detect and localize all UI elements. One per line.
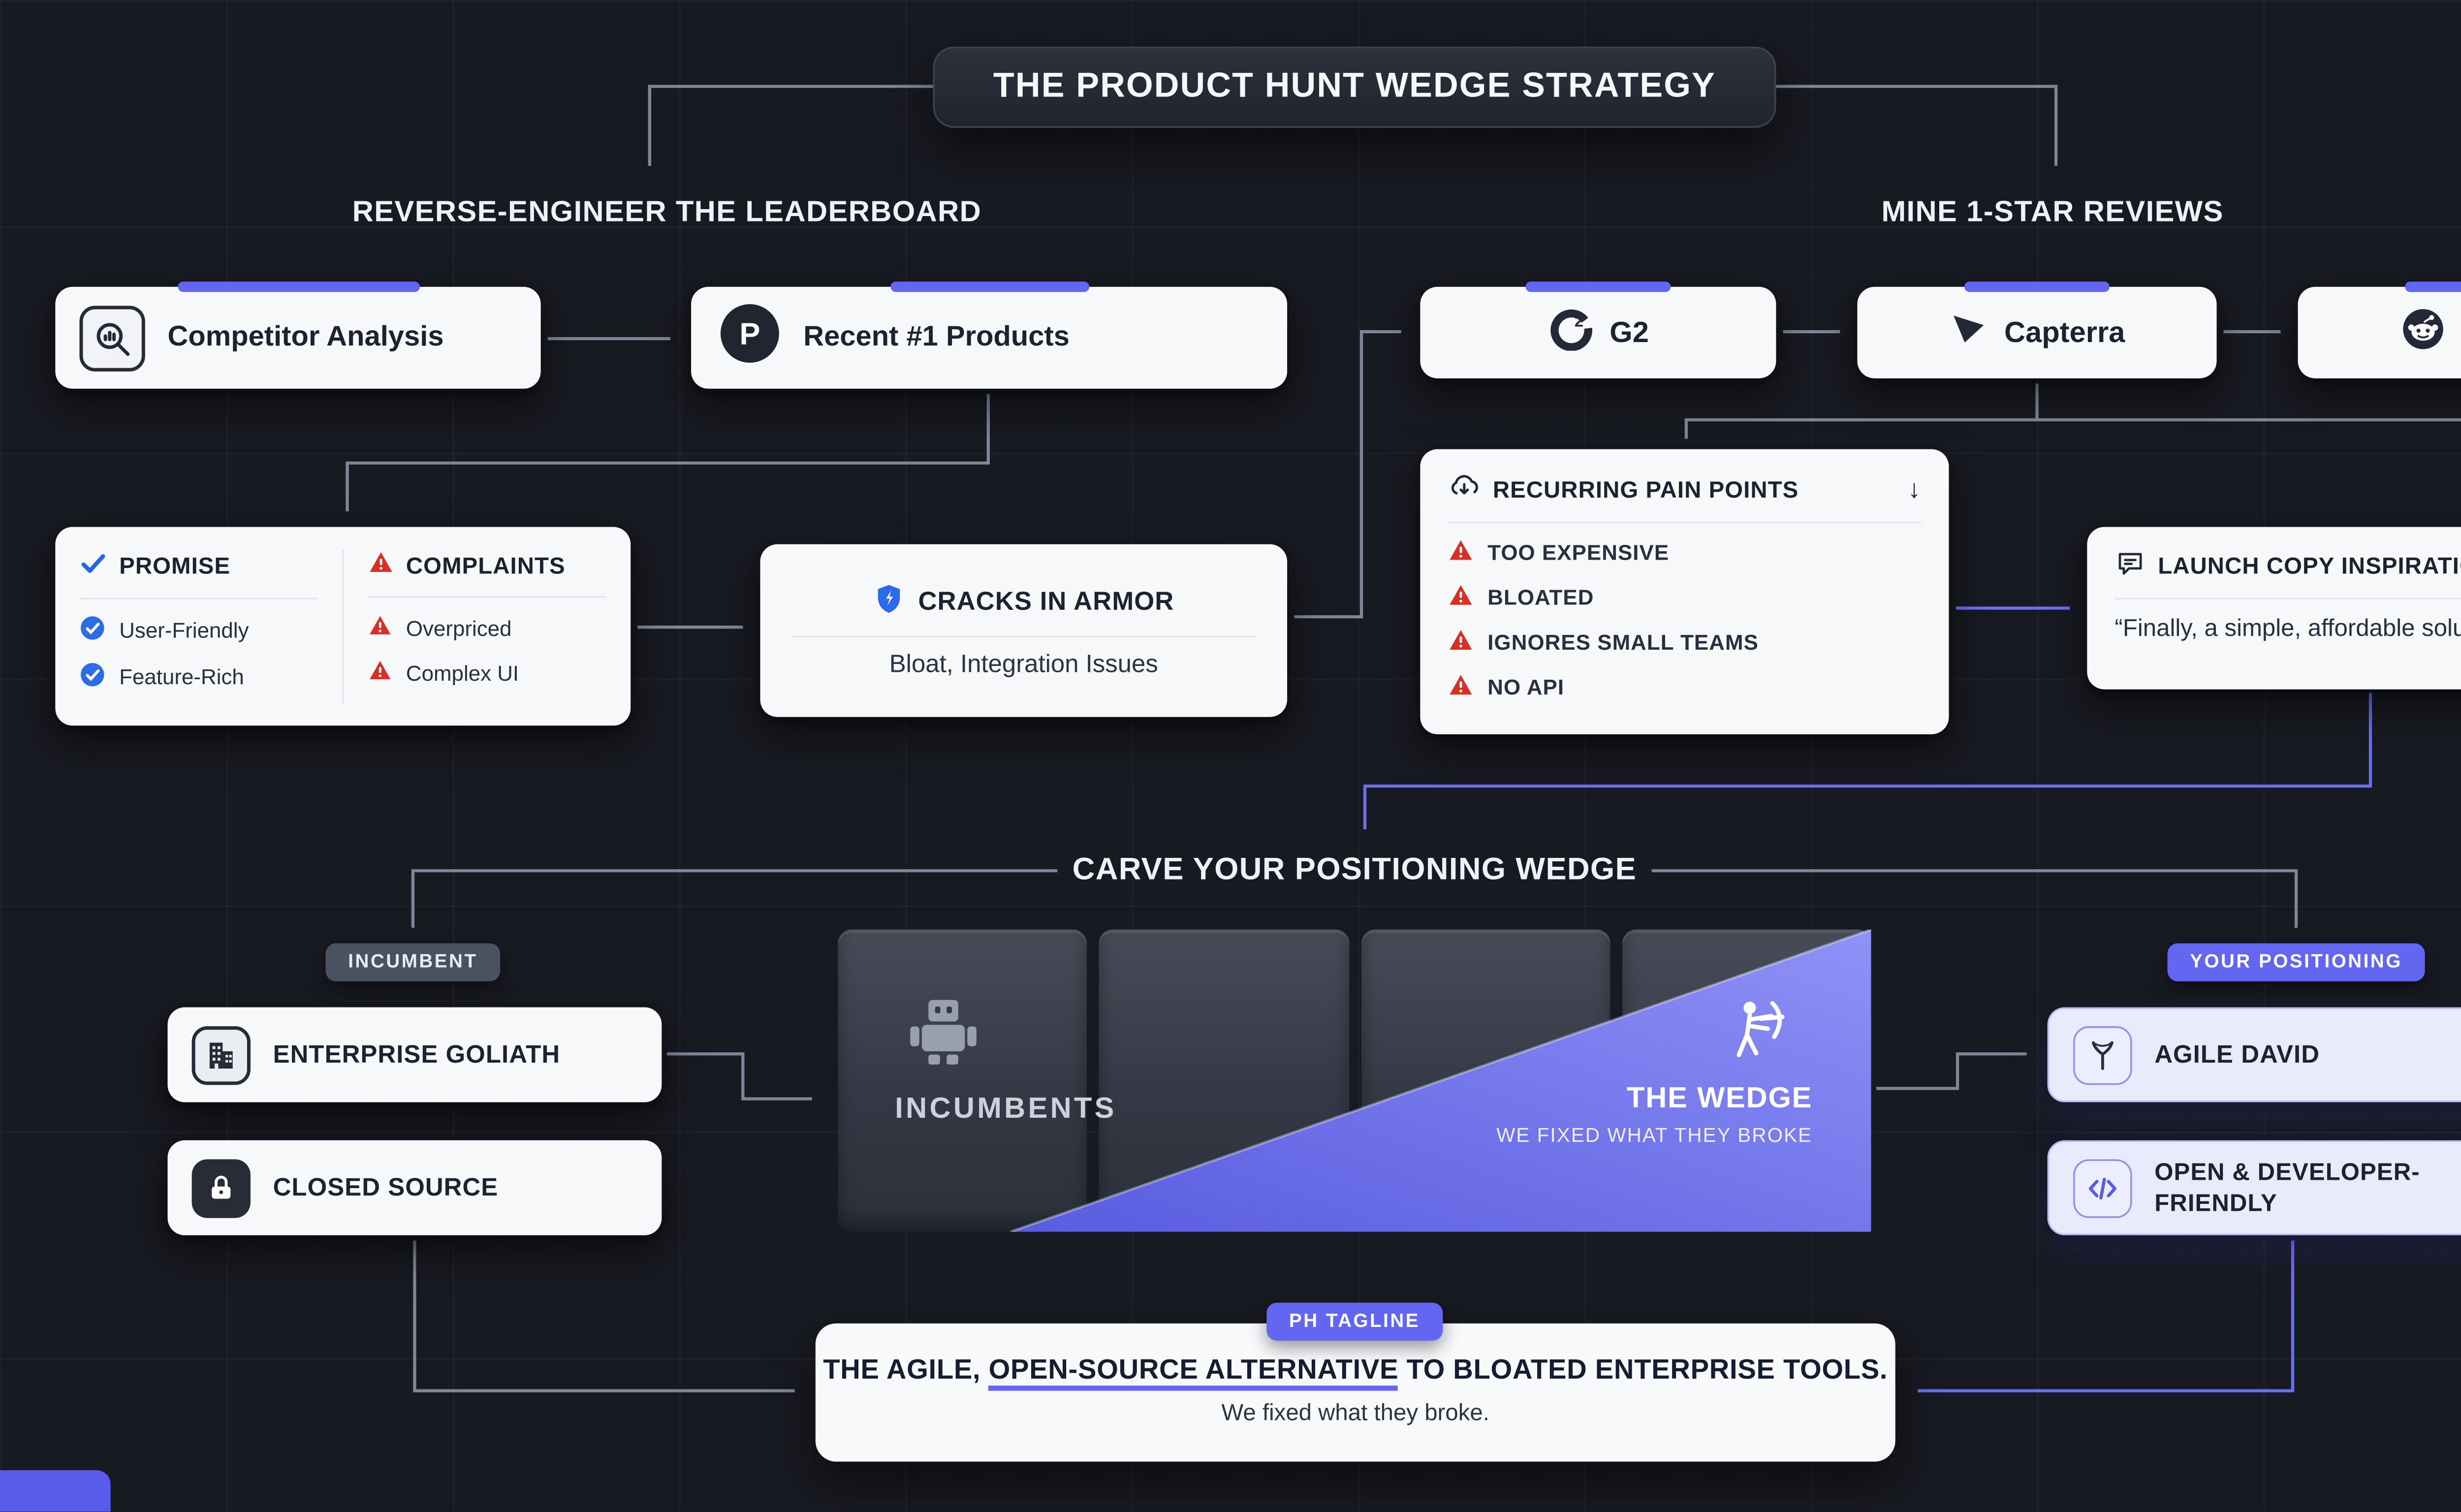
reddit-card: Reddit <box>2298 282 2461 378</box>
heading-reverse-engineer: REVERSE-ENGINEER THE LEADERBOARD <box>352 195 982 228</box>
wedge-graphic: INCUMBENTS THE WEDGE WE FIXED WHAT THEY … <box>838 929 1871 1232</box>
speech-bubble-icon <box>2114 548 2145 584</box>
pain-points-card: RECURRING PAIN POINTS ↓ TOO EXPENSIVE BL… <box>1420 449 1949 734</box>
warning-icon <box>368 549 394 580</box>
divider <box>791 635 1256 638</box>
promise-complaints-card: PROMISE User-Friendly Feature-Rich <box>55 527 631 726</box>
divider <box>2114 598 2461 600</box>
enterprise-goliath-card: ENTERPRISE GOLIATH <box>167 1007 662 1102</box>
cracks-header: CRACKS IN ARMOR <box>873 582 1174 622</box>
closed-source-card: CLOSED SOURCE <box>167 1140 662 1235</box>
page-title-text: THE PRODUCT HUNT WEDGE STRATEGY <box>993 67 1716 106</box>
g2-icon: 2 <box>1547 306 1592 359</box>
agile-david-label: AGILE DAVID <box>2154 1040 2320 1069</box>
accent-bar <box>177 282 419 292</box>
ph-tagline-badge: PH TAGLINE <box>1266 1302 1443 1341</box>
wedge-triangle <box>1010 929 1871 1232</box>
cracks-in-armor-card: CRACKS IN ARMOR Bloat, Integration Issue… <box>760 544 1288 717</box>
complaints-column: COMPLAINTS Overpriced Complex UI <box>344 549 631 703</box>
capterra-card: Capterra <box>1857 282 2217 378</box>
accent-bar <box>1525 282 1671 292</box>
complaints-header: COMPLAINTS <box>368 549 606 580</box>
enterprise-goliath-label: ENTERPRISE GOLIATH <box>273 1040 561 1069</box>
tagline-suffix: TO BLOATED ENTERPRISE TOOLS. <box>1398 1356 1888 1386</box>
launch-copy-quote: “Finally, a simple, affordable solution.… <box>2114 613 2461 641</box>
warning-icon <box>368 613 392 643</box>
pain-item: BLOATED <box>1448 582 1922 613</box>
incumbent-badge: INCUMBENT <box>325 943 501 981</box>
complaints-item: Overpriced <box>368 613 606 643</box>
wedge-title: THE WEDGE <box>1627 1081 1813 1115</box>
pain-points-header: RECURRING PAIN POINTS ↓ <box>1448 470 1922 508</box>
complaints-item: Complex UI <box>368 658 606 688</box>
accent-bar <box>889 282 1089 292</box>
archer-icon <box>1723 995 1795 1076</box>
closed-source-label: CLOSED SOURCE <box>273 1174 499 1202</box>
heading-mine-reviews: MINE 1-STAR REVIEWS <box>1881 195 2224 228</box>
incumbents-label: INCUMBENTS <box>895 1092 1117 1125</box>
tagline-prefix: THE AGILE, <box>823 1356 989 1386</box>
cracks-body: Bloat, Integration Issues <box>889 651 1158 679</box>
promise-column: PROMISE User-Friendly Feature-Rich <box>55 549 342 703</box>
pain-item: TOO EXPENSIVE <box>1448 537 1922 568</box>
shield-icon <box>873 582 906 622</box>
warning-icon <box>1448 672 1474 703</box>
warning-icon <box>1448 537 1474 568</box>
recent-products-card: P Recent #1 Products <box>691 282 1288 389</box>
recent-products-label: Recent #1 Products <box>803 321 1070 353</box>
accent-bar <box>1964 282 2110 292</box>
product-hunt-icon: P <box>719 302 781 373</box>
competitor-analysis-label: Competitor Analysis <box>167 321 444 353</box>
check-circle-icon <box>79 662 105 693</box>
ph-tagline-card: THE AGILE, OPEN-SOURCE ALTERNATIVE TO BL… <box>815 1323 1895 1462</box>
wedge-text-block: THE WEDGE WE FIXED WHAT THEY BROKE <box>1496 1081 1812 1147</box>
corner-accent <box>0 1470 111 1512</box>
divider <box>79 598 318 600</box>
warning-icon <box>1448 582 1474 613</box>
warning-icon <box>368 658 392 688</box>
magnifier-analytics-icon <box>79 305 145 371</box>
stone-golem-icon <box>904 992 983 1080</box>
your-positioning-badge: YOUR POSITIONING <box>2167 943 2425 981</box>
slingshot-icon <box>2073 1025 2132 1084</box>
promise-item: User-Friendly <box>79 615 317 646</box>
down-arrow-glyph: ↓ <box>1907 474 1922 504</box>
promise-header: PROMISE <box>79 549 317 582</box>
divider <box>1448 522 1922 524</box>
tagline-line2: We fixed what they broke. <box>1221 1399 1489 1425</box>
tagline-underlined: OPEN-SOURCE ALTERNATIVE <box>989 1356 1399 1391</box>
divider <box>342 549 344 703</box>
divider <box>368 596 607 598</box>
agile-david-card: AGILE DAVID <box>2047 1007 2461 1102</box>
open-developer-friendly-card: OPEN & DEVELOPER-FRIENDLY <box>2047 1140 2461 1235</box>
code-icon <box>2073 1158 2132 1217</box>
pain-item: NO API <box>1448 672 1922 703</box>
tagline-line1: THE AGILE, OPEN-SOURCE ALTERNATIVE TO BL… <box>816 1356 1895 1391</box>
svg-text:2: 2 <box>1574 312 1583 330</box>
lock-icon <box>191 1158 251 1217</box>
check-icon <box>79 549 107 582</box>
check-circle-icon <box>79 615 105 646</box>
wedge-subtitle: WE FIXED WHAT THEY BROKE <box>1496 1126 1813 1147</box>
competitor-analysis-card: Competitor Analysis <box>55 282 541 389</box>
svg-text:P: P <box>739 317 760 351</box>
accent-bar <box>2404 282 2461 292</box>
warning-icon <box>1448 627 1474 658</box>
page-title: THE PRODUCT HUNT WEDGE STRATEGY <box>933 46 1776 128</box>
launch-copy-header: LAUNCH COPY INSPIRATION <box>2114 548 2461 584</box>
g2-card: 2 G2 <box>1420 282 1776 378</box>
capterra-icon <box>1949 309 1987 356</box>
g2-label: G2 <box>1609 315 1649 348</box>
promise-item: Feature-Rich <box>79 662 317 693</box>
open-developer-friendly-label: OPEN & DEVELOPER-FRIENDLY <box>2154 1157 2420 1216</box>
stone-block <box>838 929 1087 1232</box>
cloud-download-icon <box>1448 470 1481 508</box>
launch-copy-card: LAUNCH COPY INSPIRATION “Finally, a simp… <box>2087 527 2461 690</box>
heading-carve-wedge: CARVE YOUR POSITIONING WEDGE <box>1072 851 1637 886</box>
reddit-icon <box>2401 307 2444 358</box>
building-icon <box>191 1025 251 1084</box>
pain-item: IGNORES SMALL TEAMS <box>1448 627 1922 658</box>
capterra-label: Capterra <box>2004 315 2125 348</box>
